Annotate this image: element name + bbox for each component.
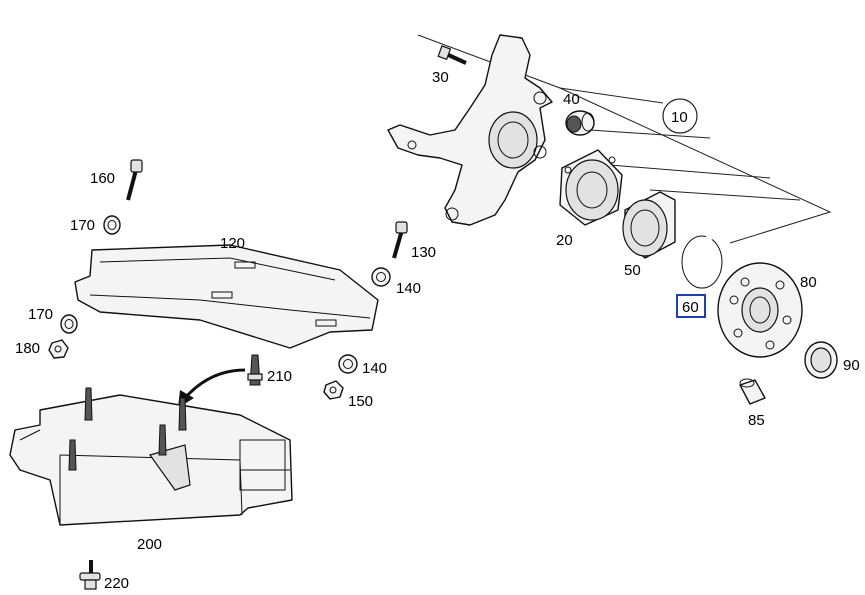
callout-170-upper[interactable]: 170 bbox=[70, 217, 95, 234]
bolt-30[interactable] bbox=[437, 45, 467, 65]
snap-ring-60[interactable] bbox=[681, 232, 723, 289]
callout-60-highlight-box bbox=[676, 294, 706, 318]
callout-50[interactable]: 50 bbox=[624, 262, 641, 279]
callout-90[interactable]: 90 bbox=[843, 357, 860, 374]
nut-150[interactable] bbox=[323, 380, 344, 400]
callout-30[interactable]: 30 bbox=[432, 69, 449, 86]
callout-180[interactable]: 180 bbox=[15, 340, 40, 357]
bolt-160[interactable] bbox=[126, 159, 143, 201]
wheel-bearing-50[interactable] bbox=[622, 191, 676, 259]
callout-10[interactable]: 10 bbox=[671, 109, 688, 126]
callout-170-lower[interactable]: 170 bbox=[28, 306, 53, 323]
callout-140-lower[interactable]: 140 bbox=[362, 360, 387, 377]
wheel-hub-20[interactable] bbox=[559, 149, 623, 226]
backing-plate-80[interactable] bbox=[717, 262, 803, 358]
callout-10-circle bbox=[662, 98, 698, 134]
callout-120[interactable]: 120 bbox=[220, 235, 245, 252]
bolt-130[interactable] bbox=[392, 221, 408, 259]
callout-85[interactable]: 85 bbox=[748, 412, 765, 429]
assembly-frame-lines bbox=[417, 34, 832, 244]
callout-20[interactable]: 20 bbox=[556, 232, 573, 249]
callout-220[interactable]: 220 bbox=[104, 575, 129, 592]
steering-knuckle[interactable] bbox=[387, 34, 553, 226]
callout-60[interactable]: 60 bbox=[682, 299, 699, 316]
washer-140-upper[interactable] bbox=[371, 267, 391, 287]
callout-160[interactable]: 160 bbox=[90, 170, 115, 187]
washer-140-lower[interactable] bbox=[338, 354, 358, 374]
arrow-210 bbox=[183, 368, 246, 399]
callout-40[interactable]: 40 bbox=[563, 91, 580, 108]
sleeve-85[interactable] bbox=[739, 378, 766, 405]
crossmember-120[interactable] bbox=[74, 244, 379, 349]
callout-80[interactable]: 80 bbox=[800, 274, 817, 291]
callout-210[interactable]: 210 bbox=[267, 368, 292, 385]
callout-140-upper[interactable]: 140 bbox=[396, 280, 421, 297]
callout-150[interactable]: 150 bbox=[348, 393, 373, 410]
callout-130[interactable]: 130 bbox=[411, 244, 436, 261]
cap-nut-90[interactable] bbox=[804, 341, 838, 379]
bolt-220[interactable] bbox=[79, 560, 101, 590]
nut-180[interactable] bbox=[48, 339, 69, 359]
housing-200[interactable] bbox=[9, 387, 293, 526]
screw-210[interactable] bbox=[247, 354, 263, 386]
washer-170-lower[interactable] bbox=[60, 314, 78, 334]
callout-200[interactable]: 200 bbox=[137, 536, 162, 553]
washer-170-upper[interactable] bbox=[103, 215, 121, 235]
bushing-40[interactable] bbox=[565, 110, 595, 136]
